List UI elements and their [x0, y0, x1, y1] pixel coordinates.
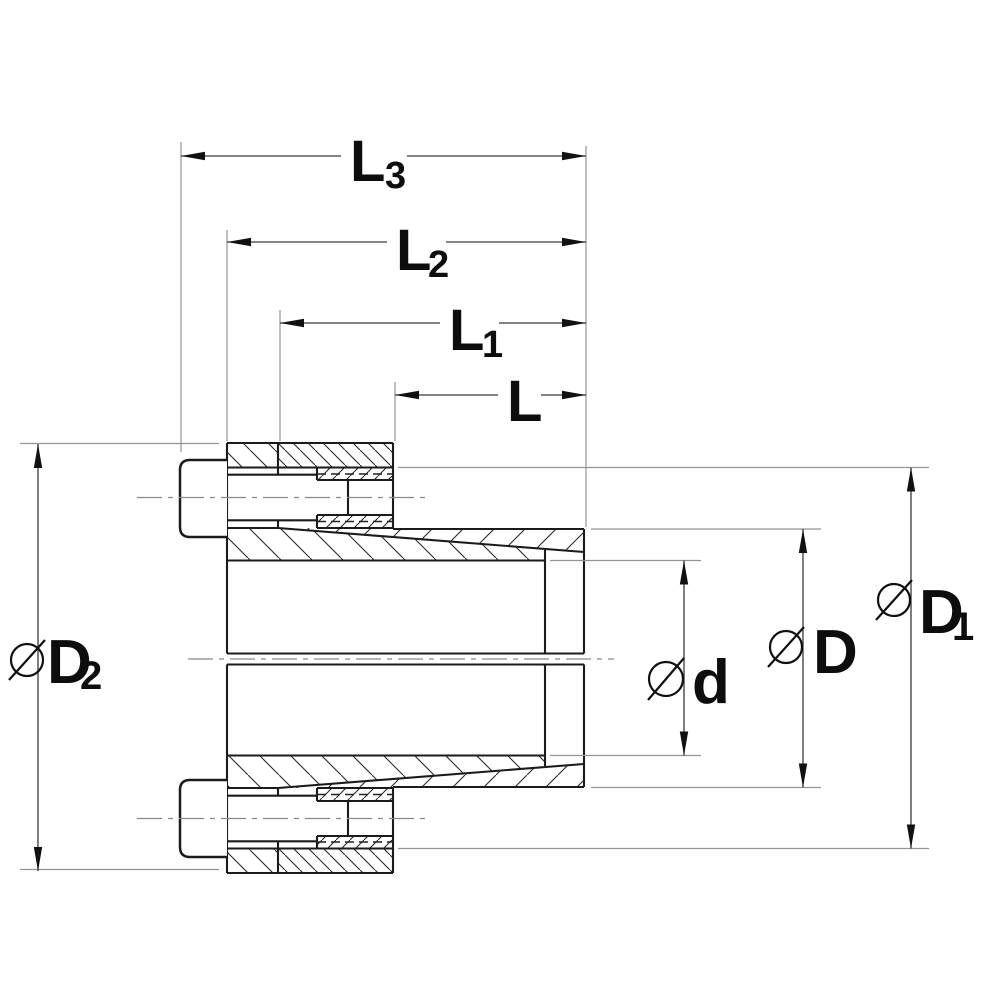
hatch-thread-top-upper: [317, 468, 393, 480]
extension-lines-path: [20, 142, 929, 871]
label-D1-sub: 1: [952, 605, 974, 649]
diameter-symbol-D2-icon: [9, 642, 45, 678]
section-hatching: [227, 443, 584, 873]
centerlines: [137, 496, 614, 820]
hatch-inner-sleeve-bottom: [227, 755, 545, 788]
dimension-label-D: D: [767, 618, 858, 687]
length-dimension-labels: L 3 L 2 L 1 L: [350, 129, 542, 434]
hatch-inner-sleeve-top: [227, 528, 545, 561]
label-L1-main: L: [449, 298, 484, 363]
diameter-symbol-d-icon: [647, 660, 685, 698]
label-D1-main: D: [919, 578, 964, 647]
label-L-main: L: [507, 369, 542, 434]
label-d-main: d: [692, 648, 730, 717]
diameter-symbol-D2-slash: [8, 639, 46, 681]
dimension-label-L: L: [507, 369, 542, 434]
hatch-thread-top-lower: [317, 515, 393, 528]
dimension-label-D1: D 1: [875, 578, 974, 649]
hatch-flange-bottom: [227, 848, 278, 873]
dimension-label-L1: L 1: [449, 298, 503, 366]
label-L2-main: L: [396, 218, 431, 283]
label-L3-sub: 3: [385, 155, 406, 197]
diameter-symbol-D-slash: [767, 626, 805, 668]
dimension-label-D2: D 2: [8, 628, 102, 698]
diameter-dimension-labels: D 2 D 1 D d: [8, 578, 974, 717]
dimension-label-L3: L 3: [350, 129, 406, 197]
dimension-label-d: d: [647, 648, 730, 717]
part-section-outlines: [178, 441, 586, 875]
label-D2-sub: 2: [80, 654, 102, 698]
diameter-symbol-D1-icon: [876, 582, 912, 618]
dimension-label-L2: L 2: [396, 218, 449, 286]
hatch-flange-top: [227, 443, 278, 468]
label-L2-sub: 2: [428, 244, 449, 286]
hatch-thread-bottom-lower: [317, 836, 393, 849]
diameter-symbol-D1-slash: [875, 579, 913, 621]
hatch-front-ring-top: [278, 443, 393, 468]
label-D2-main: D: [47, 628, 92, 697]
diameter-symbol-d-slash: [647, 657, 685, 701]
cap-screw-head-top: [178, 458, 227, 539]
hatch-thread-bottom-upper: [317, 788, 393, 801]
label-L1-sub: 1: [482, 324, 503, 366]
diameter-symbol-D-icon: [768, 629, 804, 665]
label-D-main: D: [813, 618, 858, 687]
label-L3-main: L: [350, 129, 385, 194]
hatch-front-ring-bottom: [278, 848, 393, 873]
extension-lines: [20, 142, 929, 871]
